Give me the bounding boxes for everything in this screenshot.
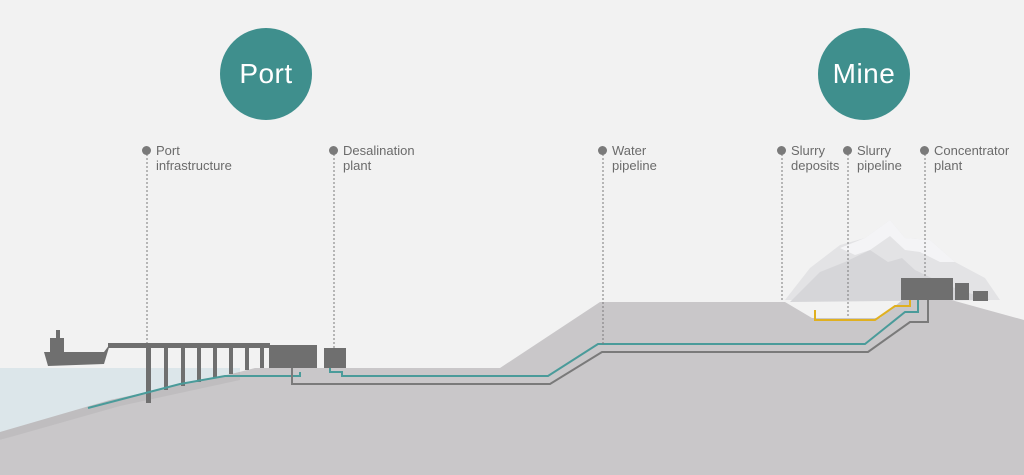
callout-line-2: plant <box>343 158 372 173</box>
port-circle: Port <box>220 28 312 120</box>
leader-lines <box>146 154 926 348</box>
concentrator-annex-1 <box>955 283 969 300</box>
mine-circle: Mine <box>818 28 910 120</box>
mountain-snow <box>840 220 955 262</box>
callout-line-1: Desalination <box>343 143 415 158</box>
concentrator-annex-2 <box>973 291 988 301</box>
desalination-building <box>324 348 346 368</box>
marker-dot-icon <box>329 146 338 155</box>
slurry-pipeline-line <box>814 300 911 321</box>
pier <box>108 343 270 403</box>
port-building <box>269 345 317 368</box>
callout-line-2: plant <box>934 158 963 173</box>
callout-line-2: infrastructure <box>156 158 232 173</box>
callout-line-1: Slurry <box>857 143 891 158</box>
concentrator-building <box>901 278 953 300</box>
mine-title: Mine <box>832 58 896 89</box>
marker-dot-icon <box>777 146 786 155</box>
callout-line-2: pipeline <box>612 158 657 173</box>
coastal-shelf <box>0 372 240 440</box>
marker-dot-icon <box>142 146 151 155</box>
callout-line-1: Slurry <box>791 143 825 158</box>
callout-line-1: Port <box>156 143 180 158</box>
callout-line-2: pipeline <box>857 158 902 173</box>
callout-line-1: Water <box>612 143 647 158</box>
port-title: Port <box>239 58 293 89</box>
marker-dot-icon <box>598 146 607 155</box>
ship <box>44 330 110 366</box>
intake-pipe <box>87 372 301 409</box>
water-pipeline-line <box>329 300 919 377</box>
callout-line-1: Concentrator <box>934 143 1010 158</box>
callout-line-2: deposits <box>791 158 840 173</box>
ground <box>0 290 1024 475</box>
return-pipeline-line <box>291 300 929 385</box>
marker-dot-icon <box>843 146 852 155</box>
marker-dot-icon <box>920 146 929 155</box>
